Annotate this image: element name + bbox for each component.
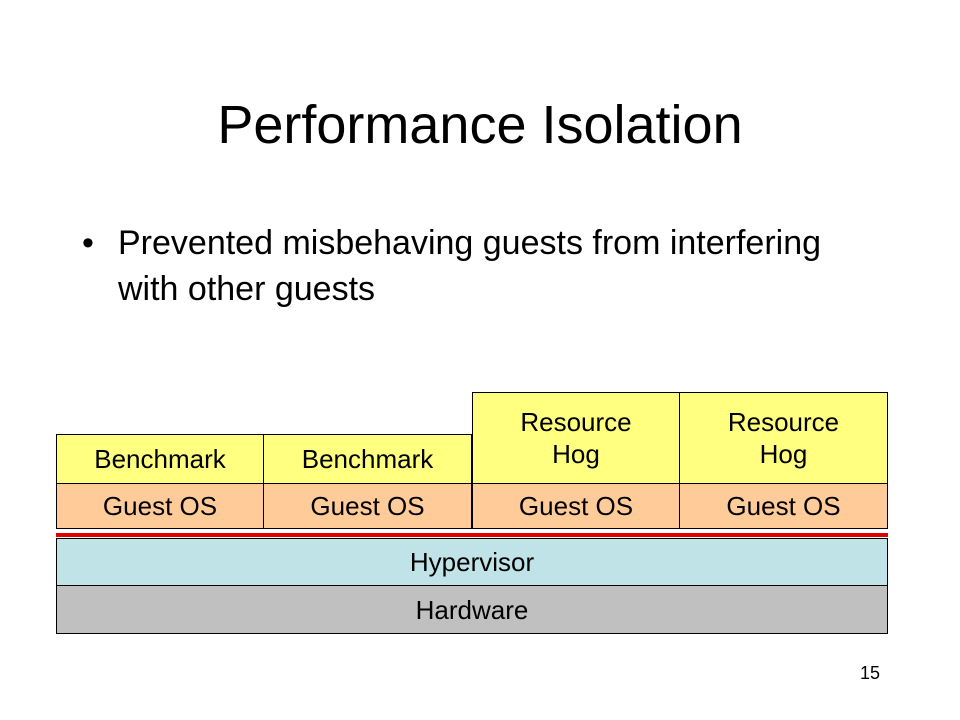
guest-os-box-3: Guest OS	[472, 483, 680, 529]
hardware-box: Hardware	[56, 585, 888, 634]
resource-hog-box-1: Resource Hog	[472, 392, 680, 484]
resource-hog-box-2: Resource Hog	[679, 392, 888, 484]
guest-os-box-2: Guest OS	[263, 483, 472, 529]
bullet-text: Prevented misbehaving guests from interf…	[118, 224, 822, 308]
benchmark-box-2: Benchmark	[263, 434, 472, 484]
bullet-dot-icon: •	[82, 224, 94, 262]
guest-os-box-4: Guest OS	[679, 483, 888, 529]
benchmark-box-1: Benchmark	[56, 434, 264, 484]
page-number: 15	[859, 663, 880, 683]
slide-title: Performance Isolation	[217, 95, 743, 155]
bullet-item: • Prevented misbehaving guests from inte…	[82, 220, 882, 312]
guest-os-box-1: Guest OS	[56, 483, 264, 529]
isolation-line	[56, 533, 888, 537]
hypervisor-box: Hypervisor	[56, 538, 888, 586]
